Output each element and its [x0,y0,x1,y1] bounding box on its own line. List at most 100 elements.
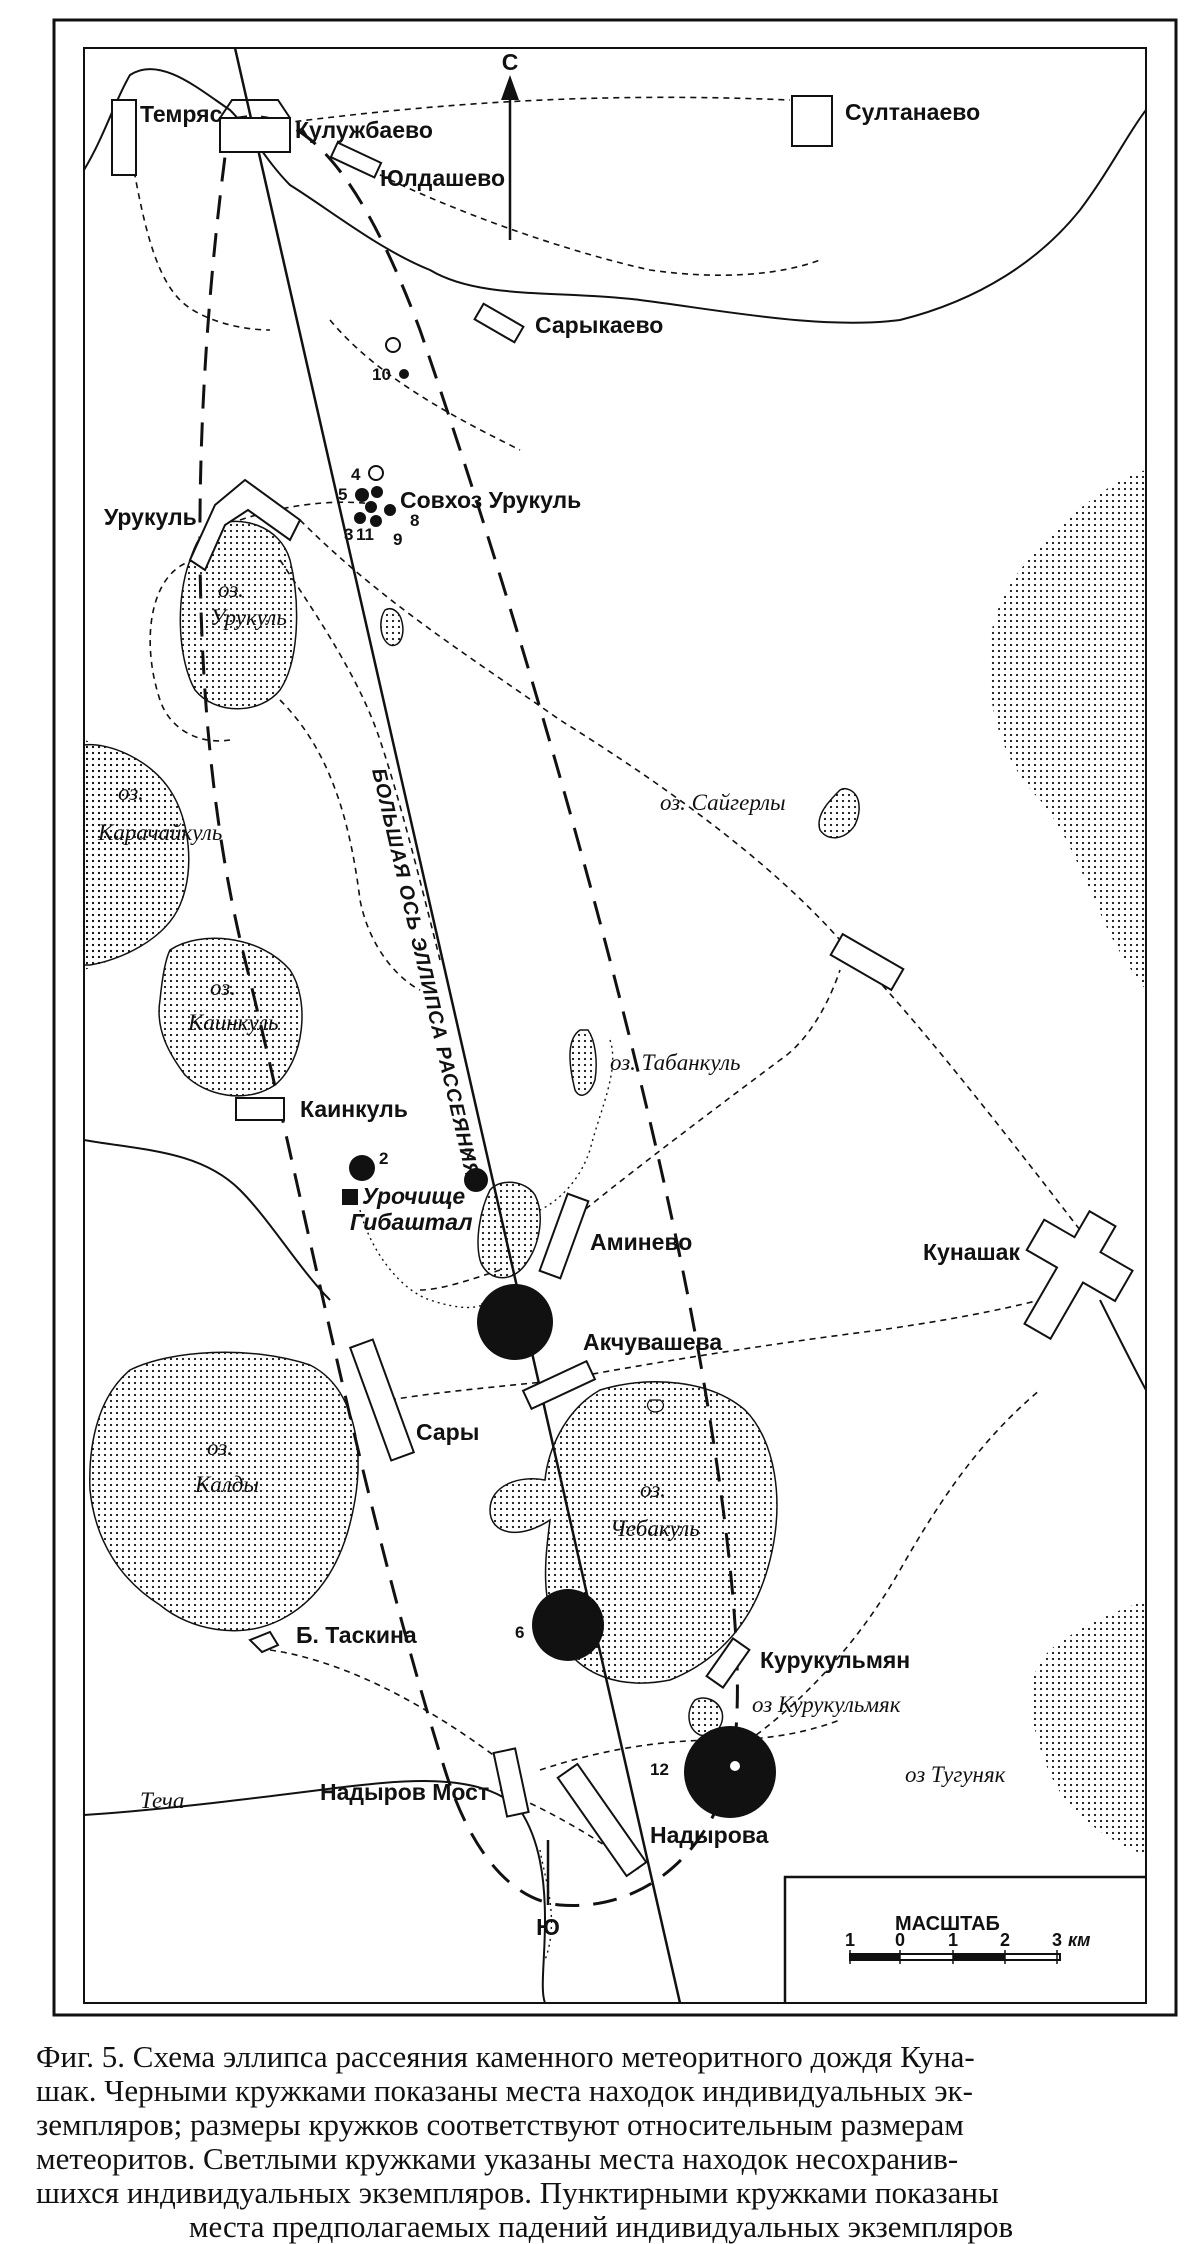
village-nadyrov-most-mark [492,1747,530,1818]
village-label-sarykaevo: Сарыкаево [535,312,663,338]
lake-label-chebakul-name: Чебакуль [610,1516,700,1541]
scatter-ellipse [198,115,739,1908]
lake-saigerly [818,787,860,839]
svg-text:7: 7 [464,1145,473,1164]
river-right [1099,1299,1147,1391]
pond-sary [646,1399,665,1413]
find-5-marker [355,488,369,502]
village-label-kuluzhbaevo: Кулужбаево [295,117,433,143]
svg-text:11: 11 [356,525,374,544]
village-label-gibashtal: Гибаштал [350,1209,473,1235]
svg-text:1: 1 [480,1298,489,1317]
inner-frame [83,47,1147,2004]
village-kuluzhbaevo-mark [219,117,291,153]
svg-text:10: 10 [372,365,391,384]
figure-caption: Фиг. 5. Схема эллипса рассеяния каменног… [36,2040,1166,2244]
village-label-kunashak: Кунашак [923,1239,1020,1265]
village-kurukulmyan-mark [705,1637,751,1689]
lake-label-kainkul-prefix: оз. [210,975,236,1000]
villages [111,95,1134,1878]
village-label-nadyrova: Надырова [650,1822,769,1848]
lake-label-kaldy-prefix: оз. [207,1435,233,1460]
lake-label-karachaikul-prefix: оз. [118,780,144,805]
lake-right-upper [988,470,1146,990]
meteorite-finds [349,337,776,1818]
lake-label-kaldy-name: Калды [194,1472,259,1497]
svg-text:С: С [502,49,519,75]
village-gibashtal-mark [342,1189,358,1205]
svg-text:Ю: Ю [536,1914,560,1940]
village-label-temryas: Темряс [140,101,223,127]
village-label-urochishche: Урочище [362,1183,465,1209]
village-sultanaevo-mark [791,95,833,147]
find-11-marker [370,515,382,527]
lake-karachaikul [83,743,190,966]
svg-text:9: 9 [393,530,402,549]
lake-label-urukul-prefix: оз. [218,577,244,602]
village-aminevo-mark [538,1192,590,1280]
lake-label-saigerly: оз. Сайгерлы [660,790,786,815]
svg-text:0: 0 [895,1930,905,1950]
map-figure: БОЛЬШАЯ ОСЬ ЭЛЛИПСА РАССЕЯНИЯ С Ю Темряс… [52,18,1178,2017]
find-12-marker [684,1726,776,1818]
river-label-techa: Теча [140,1788,184,1813]
find-10-marker [399,369,409,379]
svg-text:4: 4 [351,465,361,484]
find-cluster-a [371,486,383,498]
major-axis-line [233,47,682,2004]
village-urukul-mark [188,478,302,572]
svg-text:2: 2 [1000,1930,1010,1950]
village-label-kurukulmyan: Курукульмян [760,1647,910,1673]
find-2-marker [349,1155,375,1181]
caption-line-2: шак. Черными кружками показаны места нах… [36,2073,973,2108]
lake-label-karachaikul-name: Карачайкуль [97,820,222,845]
svg-text:8: 8 [410,511,419,530]
north-arrow: С [501,49,519,240]
svg-text:5: 5 [338,485,347,504]
village-kuluzhbaevo-roof [219,99,291,119]
svg-text:км: км [1068,1930,1090,1950]
village-kainkul-mark [235,1097,285,1121]
village-akchuvasheva-mark [521,1359,597,1411]
svg-text:2: 2 [379,1149,388,1168]
caption-line-5: шихся индивидуальных экземпляров. Пункти… [36,2175,999,2210]
svg-text:1: 1 [948,1930,958,1950]
village-label-b-taskina: Б. Таскина [296,1622,417,1648]
lake-tabankul [569,1029,597,1096]
village-label-sary: Сары [416,1419,479,1445]
lake-label-tabankul: оз. Табанкуль [610,1050,740,1075]
village-label-aminevo: Аминево [590,1229,692,1255]
svg-text:3: 3 [344,525,353,544]
find-labels: 1 2 3 4 5 6 7 8 9 10 11 12 [338,365,669,1779]
village-label-nadyrov-most: Надыров Мост [320,1779,489,1805]
caption-line-6: места предполагаемых падений индивидуаль… [188,2209,1014,2244]
village-nadyrova-mark [556,1762,648,1878]
roads [129,96,1081,1871]
village-label-sovkhoz-urukul: Совхоз Урукуль [400,487,581,513]
outer-frame [52,18,1178,2017]
lake-label-kurukulmyak: оз Курукульмяк [752,1692,901,1717]
village-kunashak-mark [1023,1209,1134,1341]
svg-text:1: 1 [845,1930,855,1950]
find-1-marker [477,1284,553,1360]
lake-label-kainkul-name: Каинкуль [187,1010,279,1035]
lake-small-near-aminevo [477,1181,541,1279]
find-7-marker [464,1168,488,1192]
scatter-ellipse-map: БОЛЬШАЯ ОСЬ ЭЛЛИПСА РАССЕЯНИЯ С Ю Темряс… [52,18,1178,2017]
village-label-akchuvasheva: Акчувашева [583,1329,722,1355]
village-sarykaevo-mark [473,302,525,344]
lake-kainkul [158,937,303,1097]
caption-line-1: Фиг. 5. Схема эллипса рассеяния каменног… [36,2039,975,2074]
village-label-kainkul: Каинкуль [300,1096,408,1122]
lake-small-urukul-south [380,608,404,647]
find-12-inner-mark [730,1761,740,1771]
find-3-marker [354,512,366,524]
lake-tuguniak [1030,1600,1146,1855]
village-label-sultanaevo: Султанаево [845,99,980,125]
caption-line-3: земпляров; размеры кружков соответствуют… [36,2107,964,2142]
svg-text:3: 3 [1052,1930,1062,1950]
village-label-yuldashevo: Юлдашево [380,165,505,191]
find-lost-top-marker [385,337,401,353]
south-marker: Ю [536,1840,560,1940]
find-4-marker [368,465,384,481]
